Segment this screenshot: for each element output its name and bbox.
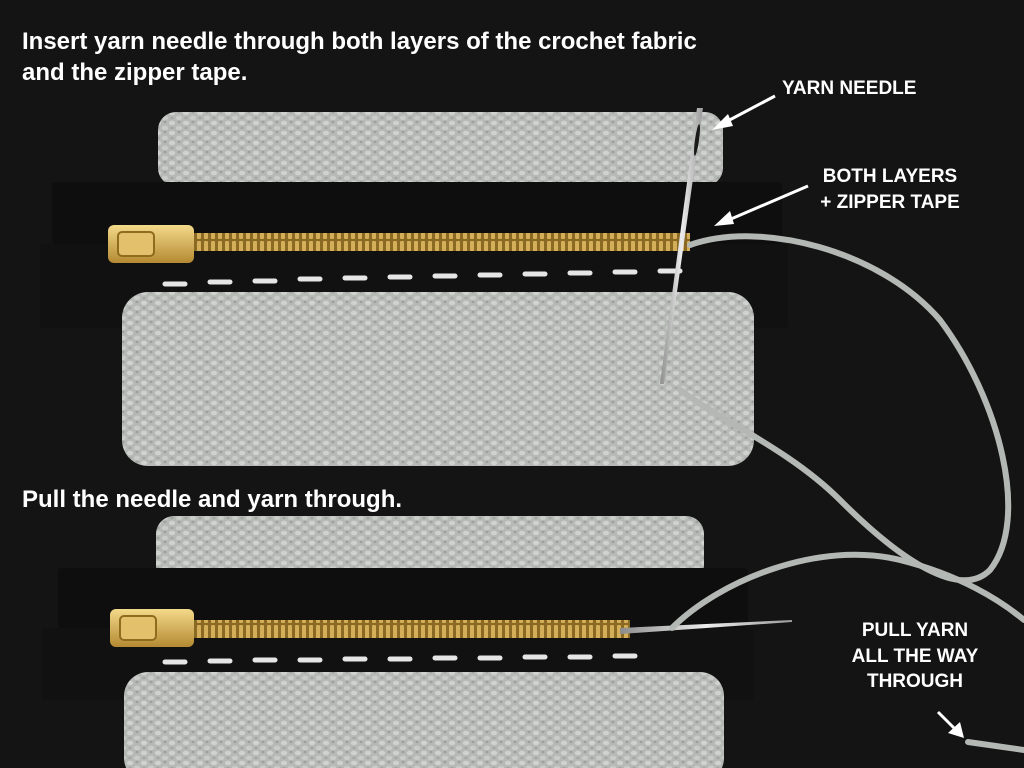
instruction-step-1-line-2: and the zipper tape. <box>22 59 248 87</box>
top-yarn-needle <box>660 108 703 384</box>
instruction-step-1-line-1: Insert yarn needle through both layers o… <box>22 28 697 55</box>
pull-yarn-label-line-3: THROUGH <box>866 671 964 693</box>
bottom-white-stitches <box>162 653 638 665</box>
instruction-step-2: Pull the needle and yarn through. <box>22 486 403 513</box>
top-crochet-strip-lower <box>122 292 754 466</box>
bottom-assembly <box>42 516 1024 768</box>
both-layers-label-line-1: BOTH LAYERS <box>822 166 958 187</box>
pull-yarn-label: PULL YARN ALL THE WAY THROUGH <box>840 618 990 695</box>
top-zipper-pull <box>108 225 194 263</box>
top-assembly <box>40 108 1012 584</box>
bottom-yarn <box>669 551 1024 631</box>
bottom-yarn-needle <box>620 620 792 634</box>
top-zipper-tape-upper <box>52 182 782 244</box>
top-needle-eye <box>694 124 700 156</box>
bottom-crochet-strip-lower <box>124 672 724 768</box>
pull-yarn-label-line-2: ALL THE WAY <box>851 645 979 667</box>
pull-yarn-label-line-1: PULL YARN <box>861 620 969 641</box>
bottom-crochet-strip-upper <box>156 516 704 584</box>
instruction-step-1: Insert yarn needle through both layers o… <box>22 26 822 88</box>
both-layers-label-line-2: + ZIPPER TAPE <box>820 191 960 213</box>
top-crochet-strip-upper <box>158 112 723 186</box>
bottom-zipper-tape-upper <box>58 568 748 628</box>
top-zipper-teeth <box>190 233 690 251</box>
pull-yarn-arrow <box>936 710 964 738</box>
top-yarn <box>677 233 1012 584</box>
both-layers-label: BOTH LAYERS + ZIPPER TAPE <box>800 164 980 215</box>
bottom-zipper-pull <box>110 609 194 647</box>
both-layers-arrow <box>714 184 809 226</box>
top-white-stitches <box>162 268 683 287</box>
yarn-needle-label-text: YARN NEEDLE <box>782 78 917 99</box>
yarn-needle-label: YARN NEEDLE <box>782 76 942 102</box>
bottom-yarn-tail <box>965 739 1024 753</box>
callout-arrows <box>712 94 964 738</box>
bottom-zipper-teeth <box>190 620 630 638</box>
yarn-needle-arrow <box>712 94 776 130</box>
